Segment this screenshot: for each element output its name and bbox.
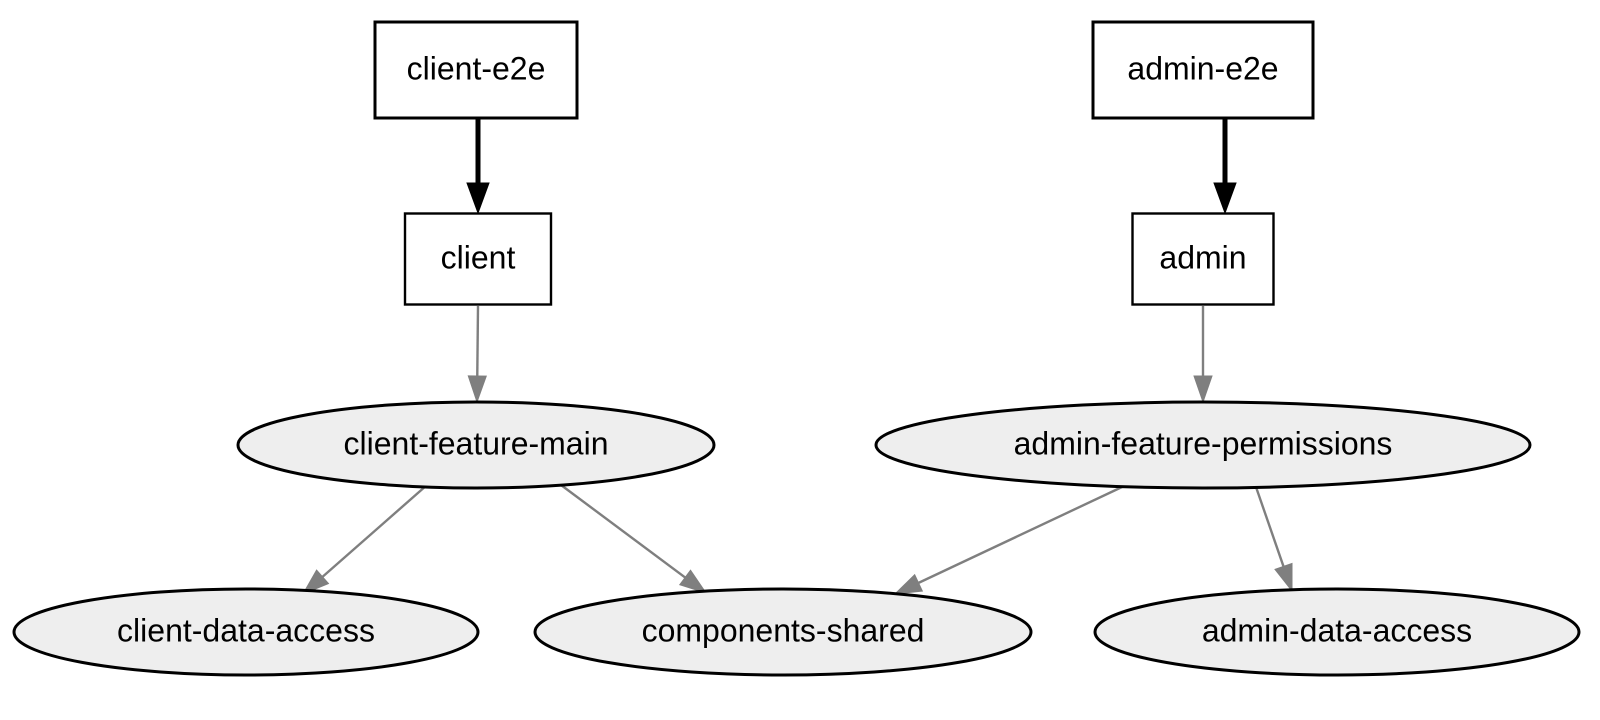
nodes-layer: client-e2e client admin-e2e admin client-fea… [12, 20, 1581, 677]
edge-arrowhead [466, 182, 490, 215]
node-label: admin [1159, 239, 1246, 275]
node-label: client-e2e [407, 50, 546, 86]
graph-node-client-data-access[interactable]: client-data-access [12, 587, 480, 677]
node-label: client [441, 239, 516, 275]
edge-arrowhead [301, 569, 330, 596]
graph-node-admin[interactable]: admin [1131, 212, 1275, 306]
edge-line [1254, 486, 1286, 569]
edge-arrowhead [1213, 182, 1237, 215]
graph-edge [467, 305, 487, 404]
node-box-shape [403, 212, 553, 306]
node-label: admin-e2e [1127, 50, 1278, 86]
node-ellipse-shape [533, 587, 1033, 677]
node-label: client-data-access [117, 612, 375, 648]
graph-node-admin-e2e[interactable]: admin-e2e [1091, 20, 1315, 120]
graph-node-admin-feature-permissions[interactable]: admin-feature-permissions [874, 400, 1532, 490]
edge-line [560, 484, 688, 580]
node-label: components-shared [642, 612, 925, 648]
node-ellipse-shape [236, 400, 716, 490]
graph-edge [560, 484, 708, 594]
node-label: client-feature-main [344, 425, 609, 461]
graph-edge [893, 485, 1123, 595]
node-label: admin-feature-permissions [1014, 425, 1393, 461]
node-box-shape [373, 20, 579, 120]
edge-line [320, 484, 428, 580]
graph-edge [1193, 306, 1213, 404]
graph-node-client-e2e[interactable]: client-e2e [373, 20, 579, 120]
node-ellipse-shape [1093, 587, 1581, 677]
edge-arrowhead [678, 569, 708, 594]
edge-line [916, 485, 1123, 585]
graph-node-components-shared[interactable]: components-shared [533, 587, 1033, 677]
graph-node-client[interactable]: client [403, 212, 553, 306]
graph-node-admin-data-access[interactable]: admin-data-access [1093, 587, 1581, 677]
graph-edge [466, 119, 490, 215]
node-box-shape [1091, 20, 1315, 120]
node-ellipse-shape [12, 587, 480, 677]
edge-arrowhead [467, 375, 487, 404]
graph-edge [1213, 119, 1237, 215]
edge-arrowhead [893, 573, 924, 595]
edges-layer [301, 119, 1293, 596]
node-label: admin-data-access [1202, 612, 1472, 648]
node-ellipse-shape [874, 400, 1532, 490]
graph-edge [1254, 486, 1293, 593]
edge-arrowhead [1274, 562, 1293, 593]
node-box-shape [1131, 212, 1275, 306]
edge-arrowhead [1193, 375, 1213, 404]
edge-line [476, 305, 480, 379]
graph-edge [301, 484, 428, 596]
graph-node-client-feature-main[interactable]: client-feature-main [236, 400, 716, 490]
